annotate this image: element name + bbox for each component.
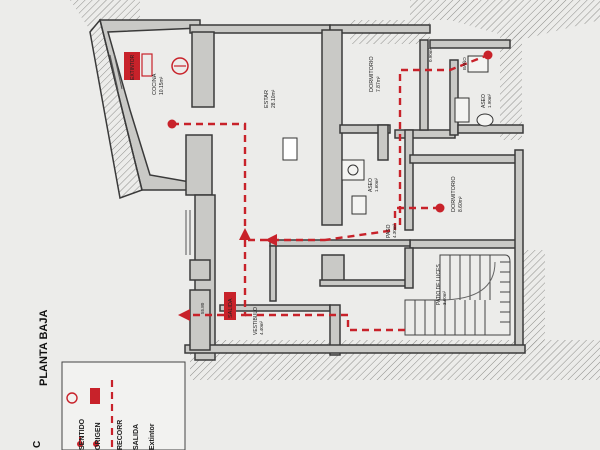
origin-dot [167,119,177,129]
table-symbol [282,137,298,161]
room-labels: COCINA 10.15m² ESTAR 28.10m² DORMITORIO … [152,47,492,335]
legend: SENTIDO ORIGEN RECORR SALIDA Extintor [61,361,186,450]
plan-title: PLANTA BAJA [38,310,50,386]
exit-area-label: 55.80 [200,302,205,314]
legend-label-origen: ORIGEN [95,422,102,450]
legend-label-recorr: RECORR [117,420,124,450]
origin-dot [483,50,493,60]
room-area-paso: 4.30m² [392,223,397,238]
route-arrows [178,228,277,321]
origin-dot [435,203,445,213]
room-area-aseo-2: 1.90m² [487,93,492,108]
legend-extinguisher-icon [66,392,78,404]
room-name-estar: ESTAR [264,90,270,108]
salida-sign: SALIDA [224,292,236,320]
legend-exit-icon [90,388,100,404]
legend-arrow-icon [77,441,83,447]
direction-arrow-icon [265,234,277,246]
room-area-dormitorio-1: 7.87m² [376,76,382,92]
room-name-dormitorio-1: DORMITORIO [369,56,375,92]
room-name-cocina: COCINA [152,73,158,95]
origin-points [167,50,493,213]
exit-arrow-icon [178,309,190,321]
room-area-patio: 3.60m² [442,290,447,305]
title-block: PLANTA BAJA [38,310,50,386]
walls [89,18,526,361]
extintor-sign: EXTINTOR [124,52,189,80]
room-name-patio: PATIO DE LUCES [436,264,442,305]
room-name-aseo-2: ASEO [481,94,487,108]
sheet-corner-letter: C [32,441,43,448]
windows [109,53,191,255]
room-area-cocina: 10.15m² [159,76,165,95]
extinguisher-icon [171,57,189,75]
extintor-sign-text: EXTINTOR [130,54,136,80]
room-area-small-hall: 0.90m² [428,47,433,62]
legend-label-salida: SALIDA [133,424,140,450]
room-area-dormitorio-2: 8.60m² [458,196,464,212]
legend-origin-icon [93,441,99,447]
room-name-paso: PASO [386,224,392,238]
room-name-aseo-1: ASEO [368,178,374,192]
room-name-dormitorio-2: DORMITORIO [451,176,457,212]
room-area-vestibulo: 4.40m² [259,320,264,335]
room-name-vestibulo: VESTIBULO [253,307,259,335]
room-name-bano: BAÑO [461,57,467,70]
legend-label-sentido: SENTIDO [79,418,86,450]
room-area-aseo-1: 1.60m² [374,177,379,192]
evacuation-route [172,53,489,332]
stairs [404,254,511,336]
legend-label-extintor: Extintor [149,423,156,450]
room-area-estar: 28.10m² [271,89,277,108]
direction-arrow-icon [239,228,251,240]
salida-sign-text: SALIDA [228,298,234,318]
bathroom-fixtures [341,55,494,215]
